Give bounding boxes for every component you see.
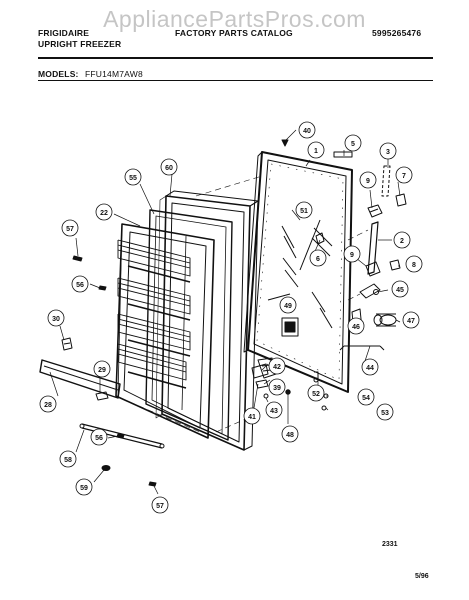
callout-39: 39 bbox=[273, 385, 281, 392]
door-liner bbox=[115, 223, 215, 439]
callout-42: 42 bbox=[273, 364, 281, 371]
header-rule bbox=[38, 57, 433, 59]
callout-8: 8 bbox=[412, 262, 416, 269]
catalog-part-number: 5995265476 bbox=[372, 28, 422, 38]
callout-51: 51 bbox=[300, 208, 308, 215]
callout-56-lower: 56 bbox=[95, 435, 103, 442]
callout-numbers: 40 5 1 3 60 55 7 9 51 22 57 2 6 9 8 56 4… bbox=[44, 128, 416, 510]
callout-28: 28 bbox=[44, 402, 52, 409]
callout-46: 46 bbox=[352, 324, 360, 331]
callout-43: 43 bbox=[270, 408, 278, 415]
callout-3: 3 bbox=[386, 149, 390, 156]
diagram-code: 2331 bbox=[382, 541, 398, 548]
callout-49: 49 bbox=[284, 303, 292, 310]
page-date: 5/96 bbox=[415, 573, 429, 580]
callout-57-lower: 57 bbox=[156, 503, 164, 510]
callout-45: 45 bbox=[396, 287, 404, 294]
callout-9: 9 bbox=[366, 178, 370, 185]
models-label: MODELS: bbox=[38, 69, 79, 79]
small-hardware bbox=[61, 139, 353, 487]
lower-hardware bbox=[251, 363, 329, 411]
callout-48: 48 bbox=[286, 432, 294, 439]
callout-47: 47 bbox=[407, 318, 415, 325]
callout-circles bbox=[39, 121, 423, 514]
catalog-title: FACTORY PARTS CATALOG bbox=[175, 28, 293, 38]
callout-2: 2 bbox=[400, 238, 404, 245]
watermark: AppliancePartsPros.com bbox=[103, 6, 366, 32]
callout-7: 7 bbox=[402, 173, 406, 180]
callout-6: 6 bbox=[316, 256, 320, 263]
assembly-lines bbox=[119, 175, 369, 433]
models-value: FFU14M7AW8 bbox=[85, 69, 143, 79]
callout-54: 54 bbox=[362, 395, 370, 402]
callout-57-upper: 57 bbox=[66, 226, 74, 233]
callout-44: 44 bbox=[366, 365, 374, 372]
product-type: UPRIGHT FREEZER bbox=[38, 39, 122, 49]
outer-door-panel bbox=[243, 151, 353, 393]
models-rule bbox=[38, 80, 433, 81]
callout-60: 60 bbox=[165, 165, 173, 172]
callout-30: 30 bbox=[52, 316, 60, 323]
callout-9-lower: 9 bbox=[350, 252, 354, 259]
callout-22: 22 bbox=[100, 210, 108, 217]
door-shelf-rail bbox=[39, 359, 121, 401]
door-gasket bbox=[155, 190, 259, 451]
callout-52: 52 bbox=[312, 391, 320, 398]
callout-58: 58 bbox=[64, 457, 72, 464]
callout-59: 59 bbox=[80, 485, 88, 492]
callout-53: 53 bbox=[381, 410, 389, 417]
callout-56-upper: 56 bbox=[76, 282, 84, 289]
callout-41: 41 bbox=[248, 414, 256, 421]
callout-29: 29 bbox=[98, 367, 106, 374]
callout-5: 5 bbox=[351, 141, 355, 148]
callout-40: 40 bbox=[303, 128, 311, 135]
brand-name: FRIGIDAIRE bbox=[38, 28, 90, 38]
callout-1: 1 bbox=[314, 148, 318, 155]
callout-55: 55 bbox=[129, 175, 137, 182]
